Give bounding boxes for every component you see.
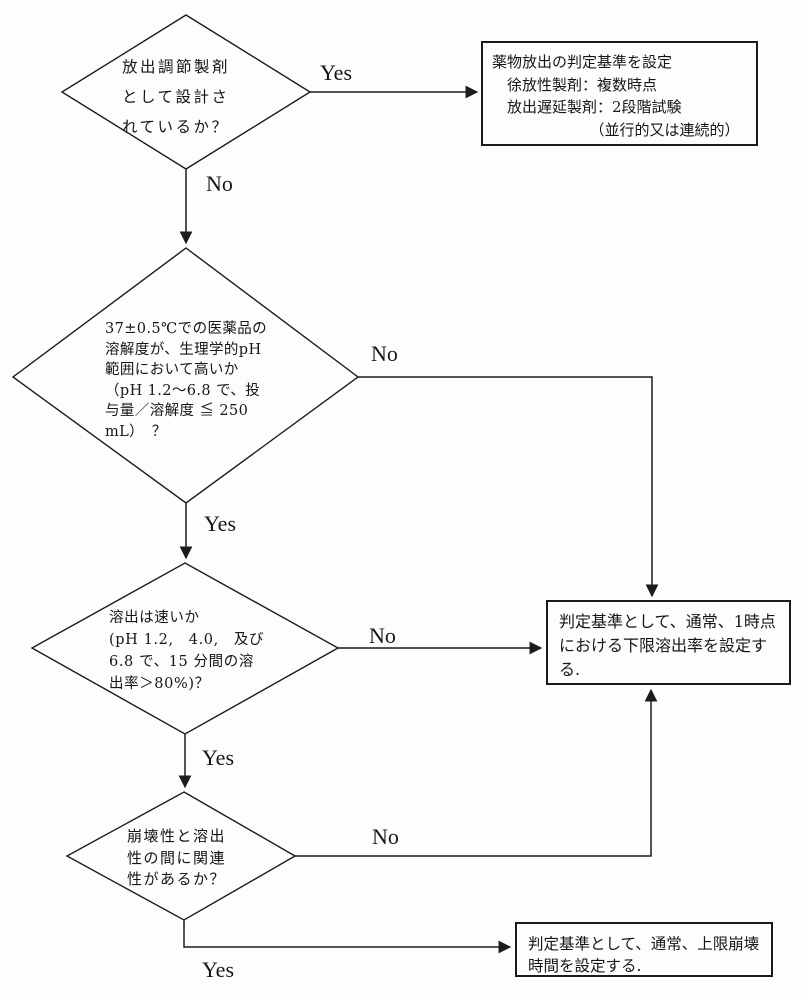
arrow-d4-no <box>295 688 658 857</box>
edge-label-d2-yes: Yes <box>204 511 237 536</box>
edge-label-d3-no: No <box>369 623 396 648</box>
process-box-lower-dissolution-limit: 判定基準として、通常、1時点 における下限溶出率を設定す る. <box>546 600 791 685</box>
diamond-rapid-dissolution-text: 溶出は速いか (pH 1.2, 4.0, 及び 6.8 で、15 分間の溶 出率… <box>109 610 265 692</box>
edge-label-d3-yes: Yes <box>202 745 235 770</box>
process-box-upper-disintegration-limit: 判定基準として、通常、上限崩壊 時間を設定する. <box>515 922 773 977</box>
edge-label-d1-no: No <box>206 171 233 196</box>
arrow-d2-no <box>358 376 659 598</box>
diamond-solubility-text: 37±0.5℃での医薬品の 溶解度が、生理学的pH 範囲において高いか （pH … <box>105 321 268 440</box>
process-box-lower-dissolution-text: 判定基準として、通常、1時点 における下限溶出率を設定す る. <box>559 612 776 679</box>
edge-label-d2-no: No <box>371 341 398 366</box>
edge-label-d4-yes: Yes <box>202 957 235 982</box>
diamond-disintegration-relation-text: 崩壊性と溶出 性の間に関連 性があるか？ <box>127 827 227 888</box>
process-box-modified-release-text: 薬物放出の判定基準を設定 徐放性製剤：複数時点 放出遅延製剤：2段階試験 （並行… <box>492 53 740 139</box>
edge-label-d4-no: No <box>372 824 399 849</box>
process-box-upper-disintegration-text: 判定基準として、通常、上限崩壊 時間を設定する. <box>528 935 760 975</box>
arrow-d4-yes <box>183 920 512 954</box>
edge-label-d1-yes: Yes <box>320 60 353 85</box>
process-box-modified-release-criteria: 薬物放出の判定基準を設定 徐放性製剤：複数時点 放出遅延製剤：2段階試験 （並行… <box>481 41 758 146</box>
diamond-modified-release-text: 放出調節製剤 として設計さ れているか？ <box>122 58 231 136</box>
